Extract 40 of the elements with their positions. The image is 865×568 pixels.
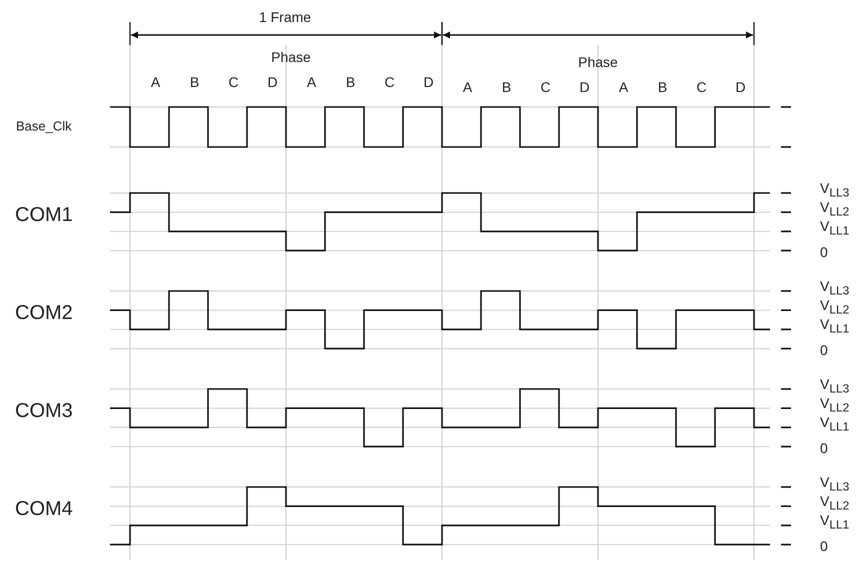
phase-letter: B	[190, 75, 200, 89]
phase-letter: D	[267, 75, 278, 89]
voltage-level-label: 0	[820, 538, 828, 553]
voltage-level-label: V$_{LL2}$	[820, 200, 850, 218]
voltage-level-label: V$_{LL2}$	[820, 298, 850, 316]
frame-label: 1 Frame	[258, 10, 312, 24]
voltage-level-label: V$_{LL3}$	[820, 474, 850, 494]
phase-letter: D	[423, 75, 434, 89]
phase-letter: A	[306, 75, 316, 89]
phase-letter: C	[228, 75, 239, 89]
phase-letter: B	[502, 80, 512, 94]
phase-letter: A	[150, 75, 160, 89]
phase-letter: B	[658, 80, 668, 94]
voltage-level-label: V$_{LL3}$	[820, 180, 850, 200]
phase-letter: A	[462, 80, 472, 94]
signal-name: Base_Clk	[16, 120, 72, 132]
voltage-level-label: V$_{LL3}$	[820, 376, 850, 396]
voltage-level-label: 0	[820, 440, 828, 455]
phase-letter: D	[579, 80, 590, 94]
phase-letter: C	[696, 80, 707, 94]
phase-letter: C	[384, 75, 395, 89]
voltage-level-label: V$_{LL1}$	[820, 513, 850, 532]
phase-letter: B	[346, 75, 356, 89]
voltage-level-label: V$_{LL3}$	[820, 278, 850, 298]
voltage-level-label: V$_{LL1}$	[820, 219, 850, 238]
signal-name: COM1	[15, 205, 73, 225]
phase-label: Phase	[578, 55, 618, 69]
signal-name: COM2	[15, 303, 73, 323]
voltage-level-label: V$_{LL1}$	[820, 317, 850, 336]
phase-letter: A	[618, 80, 628, 94]
voltage-level-label: 0	[820, 342, 828, 357]
phase-label: Phase	[271, 50, 311, 64]
voltage-level-label: V$_{LL2}$	[820, 494, 850, 512]
voltage-level-label: V$_{LL2}$	[820, 396, 850, 414]
signal-name: COM4	[15, 499, 73, 519]
voltage-level-label: V$_{LL1}$	[820, 415, 850, 434]
voltage-level-label: 0	[820, 244, 828, 259]
phase-letter: D	[735, 80, 746, 94]
signal-name: COM3	[15, 401, 73, 421]
phase-letter: C	[540, 80, 551, 94]
